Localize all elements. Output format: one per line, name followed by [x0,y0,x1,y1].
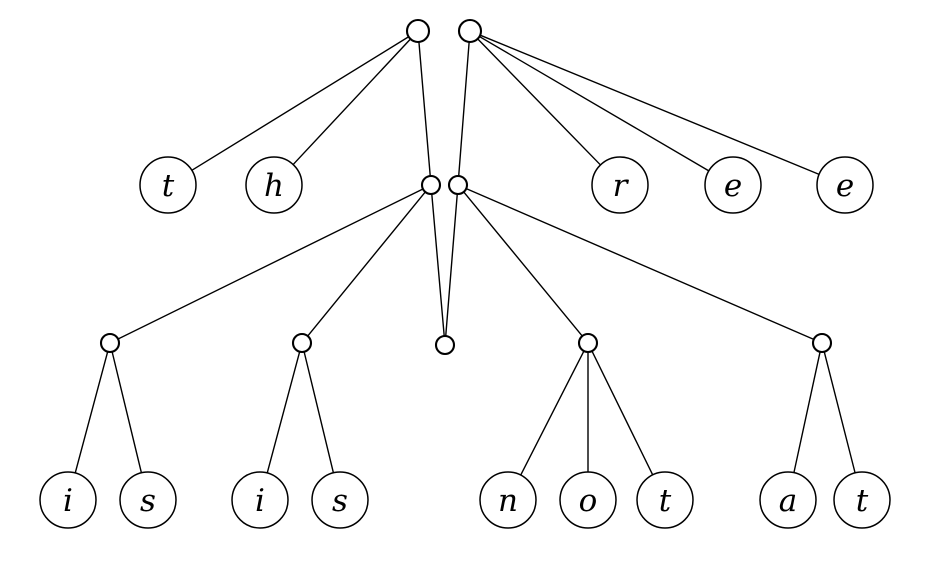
node-circle[interactable] [811,332,833,354]
node-circle[interactable] [704,156,762,214]
node-circle[interactable] [447,174,469,196]
node-label: t [856,483,869,519]
tree-node-i[interactable]: i [39,471,97,529]
tree-edge [445,193,458,337]
node-circle[interactable] [119,471,177,529]
node-label: e [836,168,854,204]
tree-edge [591,350,654,476]
node-circle[interactable] [559,471,617,529]
tree-node-branch-at[interactable] [811,332,833,354]
node-circle[interactable] [479,471,537,529]
node-circle[interactable] [434,334,456,356]
tree-node-mid-left[interactable] [420,174,442,196]
node-circle[interactable] [759,471,817,529]
node-circle[interactable] [99,332,121,354]
tree-edge [117,188,424,340]
node-label: a [779,483,797,519]
edge-layer [74,34,856,476]
node-circle[interactable] [231,471,289,529]
tree-node-branch-is-1[interactable] [99,332,121,354]
tree-edge [793,351,821,474]
tree-edge [463,191,583,337]
node-label: t [659,483,672,519]
tree-edge [478,35,710,172]
node-circle[interactable] [245,156,303,214]
tree-edge [823,351,856,474]
tree-node-a[interactable]: a [759,471,817,529]
tree-edge [465,187,815,341]
node-circle[interactable] [816,156,874,214]
node-label: h [264,168,284,204]
tree-node-o[interactable]: o [559,471,617,529]
node-circle[interactable] [311,471,369,529]
node-layer: t h r e e i s i s n o t a t [39,18,891,529]
tree-node-s[interactable]: s [311,471,369,529]
node-circle[interactable] [291,332,313,354]
node-circle[interactable] [636,471,694,529]
tree-node-t[interactable]: t [139,156,197,214]
tree-edge [266,350,301,474]
node-circle[interactable] [39,471,97,529]
tree-edge [74,350,109,474]
tree-node-n[interactable]: n [479,471,537,529]
tree-edge [303,351,335,474]
node-label: n [498,483,518,519]
tree-node-h[interactable]: h [245,156,303,214]
tree-node-branch-not[interactable] [577,332,599,354]
tree-edge [306,191,427,337]
node-label: t [162,168,175,204]
node-circle[interactable] [591,156,649,214]
tree-edge [191,36,410,172]
tree-node-s[interactable]: s [119,471,177,529]
tree-node-i[interactable]: i [231,471,289,529]
node-label: s [140,483,156,519]
tree-node-t[interactable]: t [636,471,694,529]
tree-node-root-left[interactable] [405,18,431,44]
node-label: s [332,483,348,519]
tree-node-r[interactable]: r [591,156,649,214]
node-circle[interactable] [139,156,197,214]
tree-node-e[interactable]: e [704,156,762,214]
node-label: r [613,168,630,204]
tree-edge [292,38,412,166]
tree-node-root-right[interactable] [457,18,483,44]
node-label: o [579,483,598,519]
tree-edge [111,351,143,474]
tree-node-mid-right[interactable] [447,174,469,196]
node-label: e [724,168,742,204]
tree-node-terminal-empty[interactable] [434,334,456,356]
tree-node-t[interactable]: t [833,471,891,529]
node-label: i [255,483,265,519]
node-label: i [63,483,73,519]
tree-node-e[interactable]: e [816,156,874,214]
tree-edge [457,41,470,177]
tree-edge [418,41,431,177]
tree-node-branch-is-2[interactable] [291,332,313,354]
node-circle[interactable] [577,332,599,354]
node-circle[interactable] [457,18,483,44]
node-circle[interactable] [833,471,891,529]
tree-edge [476,38,602,166]
node-circle[interactable] [420,174,442,196]
tree-edge [520,350,585,476]
node-circle[interactable] [405,18,431,44]
tree-edge [479,34,820,176]
tree-edge [431,193,445,337]
